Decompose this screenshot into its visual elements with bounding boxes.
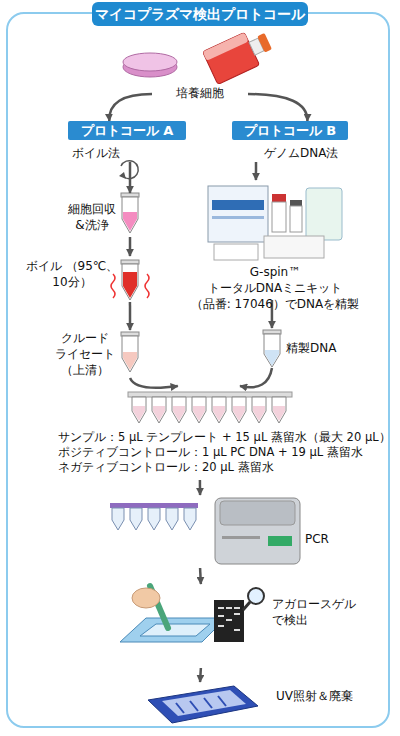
node-text: ゲノムDNA法 <box>264 145 345 161</box>
column-bag <box>306 188 342 240</box>
uv-slots <box>176 696 226 713</box>
reaction-setup: サンプル：5 μL テンプレート + 15 μL 蒸留水（最大 20 μL）ポジ… <box>35 386 375 480</box>
kit-label-line <box>212 216 264 219</box>
node-text: 培養細胞 <box>152 85 248 101</box>
flask-cap <box>257 33 272 53</box>
tube-liquid <box>123 352 137 370</box>
tube-liquid <box>133 406 285 421</box>
method-step: ゲノムDNA法 <box>250 145 345 162</box>
magnifier-handle <box>243 602 250 610</box>
node-text: アガロースゲル で検出 <box>272 596 362 628</box>
method-step: ボイル法 <box>72 145 140 162</box>
tube-cap <box>263 330 281 334</box>
small-box <box>214 244 258 260</box>
bottle <box>290 206 302 232</box>
uv-illuminator <box>148 686 258 723</box>
pcr-panel <box>222 536 260 539</box>
centrifuge-arrowhead <box>119 172 126 179</box>
bottle-cap <box>272 194 286 202</box>
protocol-header: プロトコール A <box>68 121 186 140</box>
flow-arrow <box>129 237 132 256</box>
pcr-tube-strip <box>132 397 286 423</box>
tube <box>122 336 138 372</box>
node-text: PCR <box>305 531 350 547</box>
flow-arrow <box>130 378 178 388</box>
pcr-machine <box>215 498 300 564</box>
process-step: ボイル （95℃、10分） <box>24 256 142 302</box>
tube-liquid <box>123 212 137 231</box>
node-text: ボイル法 <box>72 145 140 161</box>
title-tab: マイコプラズマ検出プロトコール <box>92 2 308 26</box>
gel-slab <box>140 624 210 636</box>
tube-cap <box>121 193 139 197</box>
node-text: ボイル （95℃、10分） <box>24 258 120 290</box>
tube <box>122 197 138 233</box>
flow-arrow <box>109 94 152 121</box>
petri-dish-lid <box>123 53 177 71</box>
node-text: サンプル：5 μL テンプレート + 15 μL 蒸留水（最大 20 μL） <box>58 430 375 445</box>
node-text: プロトコール A <box>68 121 186 140</box>
protocol-header: プロトコール B <box>232 121 348 140</box>
uv-window <box>162 690 246 716</box>
tube <box>122 264 138 300</box>
kit-box <box>208 186 268 242</box>
kit-step: G-spin™ トータルDNAミニキット （品番: 17046）でDNAを精製 <box>190 180 360 300</box>
heat-wave <box>145 274 149 298</box>
source-label: 培養細胞 <box>152 84 248 104</box>
hand <box>132 588 160 608</box>
node-text: 精製DNA <box>286 340 345 356</box>
bottle <box>272 202 286 232</box>
tube-liquid <box>123 272 137 298</box>
flow-arrow <box>240 368 272 387</box>
pcr-lid <box>220 501 295 525</box>
process-step: クルード ライセート （上清） <box>52 330 142 378</box>
node-text: ネガティブコントロール：20 μL 蒸留水 <box>58 460 375 475</box>
detection-step: アガロースゲル で検出 <box>100 584 362 668</box>
node-text: 細胞回収 &洗浄 <box>66 201 118 233</box>
heat-wave <box>111 274 115 298</box>
diagram-title: マイコプラズマ検出プロトコール <box>95 6 305 22</box>
gel-bands <box>218 608 240 630</box>
tube-strip-bar <box>110 503 198 508</box>
kit-label-band <box>212 200 264 210</box>
flow-arrow <box>129 162 132 193</box>
flow-arrow <box>255 162 258 180</box>
magnifier <box>248 588 264 604</box>
disposal-step: UV照射＆廃棄 <box>140 682 360 724</box>
pcr-step: PCR <box>105 495 350 568</box>
node-text: G-spin™ トータルDNAミニキット （品番: 17046）でDNAを精製 <box>190 264 360 313</box>
flask-body <box>203 32 260 84</box>
flask-top <box>203 32 249 61</box>
pcr-tubes <box>112 508 196 530</box>
flow-arrow <box>248 94 307 121</box>
node-text: ポジティブコントロール：1 μL PC DNA + 19 μL 蒸留水 <box>58 445 375 460</box>
node-text: プロトコール B <box>232 121 348 140</box>
tube <box>264 334 280 367</box>
culture-flask <box>203 25 276 85</box>
flow-arrow <box>129 302 132 330</box>
tube-rack <box>264 236 324 258</box>
flow-arrow <box>199 568 202 584</box>
node-text: UV照射＆廃棄 <box>276 688 360 704</box>
tube-liquid <box>265 350 279 366</box>
tube-strip-bar <box>128 392 292 397</box>
gel-image <box>214 600 244 642</box>
bottle-cap <box>290 200 302 206</box>
pcr-display <box>268 536 292 546</box>
node-text: クルード ライセート （上清） <box>52 330 118 379</box>
process-step: 精製DNA <box>262 328 345 368</box>
gel-tank <box>120 618 226 642</box>
flow-arrow <box>199 480 202 495</box>
process-step: 細胞回収 &洗浄 <box>66 193 142 237</box>
tube-cap <box>121 332 139 336</box>
tube-cap <box>121 260 139 264</box>
flow-arrow <box>199 668 202 682</box>
